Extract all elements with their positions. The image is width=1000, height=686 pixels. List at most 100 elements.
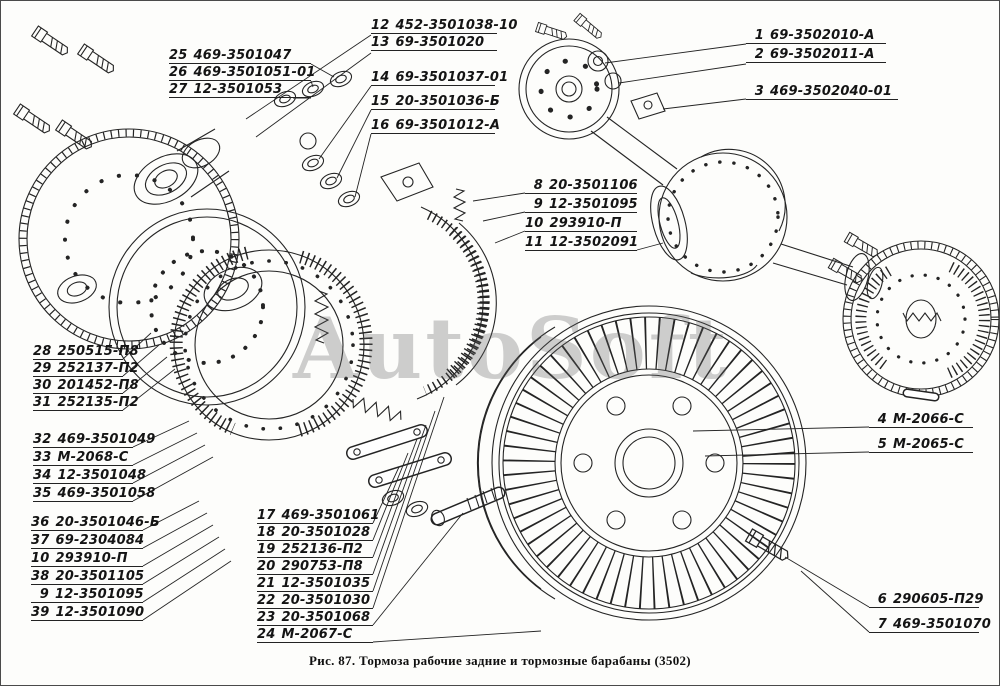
figure-caption: Рис. 87. Тормоза рабочие задние и тормоз…: [309, 653, 691, 668]
left-backing-plate: [18, 128, 240, 350]
part-code: 469-3501058: [57, 486, 156, 501]
part-label-row: 4 М-2066-С: [869, 411, 973, 428]
part-label-row: 22 20-3501030: [257, 592, 373, 609]
part-label-row: 9 12-3501095: [525, 194, 638, 213]
part-code: 12-3501048: [57, 468, 147, 483]
part-code: М-2066-С: [893, 412, 965, 427]
part-label-row: 9 12-3501095: [31, 585, 144, 603]
part-number: 21: [257, 576, 276, 591]
part-label-row: 34 12-3501048: [33, 466, 146, 484]
drum-bolt: [744, 528, 792, 565]
part-label-row: 20 290753-П8: [257, 558, 373, 575]
part-label-row: 38 20-3501105: [31, 567, 145, 585]
part-number: 33: [33, 450, 52, 465]
part-code: 12-3501090: [55, 605, 145, 620]
part-code: 252135-П2: [57, 395, 139, 410]
part-label-row: 6 290605-П29: [869, 591, 983, 608]
part-number: 35: [33, 486, 52, 501]
part-number: 34: [33, 468, 52, 483]
leader-lines: [122, 34, 870, 643]
part-number: 26: [169, 65, 188, 80]
part-number: 5: [877, 437, 887, 452]
part-number: 10: [525, 216, 544, 231]
part-label-row: 37 69-2304084: [31, 531, 145, 549]
part-number: 17: [257, 508, 276, 523]
part-number: 38: [31, 569, 50, 584]
part-number: 18: [257, 525, 276, 540]
seal-washers: [271, 67, 363, 211]
part-code: 469-3501049: [57, 432, 156, 447]
part-number: 12: [371, 18, 390, 33]
part-code: 20-3501030: [281, 593, 371, 608]
part-number: 10: [31, 551, 50, 566]
part-number: 16: [371, 118, 390, 133]
part-number: 20: [257, 559, 276, 574]
part-code: 290753-П8: [281, 559, 363, 574]
part-code: 201452-П8: [57, 378, 139, 393]
part-number: 37: [31, 533, 50, 548]
part-number: 2: [754, 47, 764, 62]
part-number: 23: [257, 610, 276, 625]
part-code: 20-3501036-Б: [395, 94, 501, 109]
part-code: 469-3501047: [193, 48, 292, 63]
part-code: 12-3501095: [549, 197, 638, 212]
part-code: 12-3502091: [549, 235, 639, 250]
part-code: 469-3502040-01: [770, 84, 893, 99]
part-code: 290605-П29: [893, 592, 984, 607]
part-number: 9: [533, 197, 543, 212]
part-number: 19: [257, 542, 276, 557]
part-code: М-2067-С: [281, 627, 353, 642]
part-number: 22: [257, 593, 276, 608]
second-backing-plate: [108, 208, 306, 406]
part-number: 6: [877, 592, 887, 607]
part-number: 9: [39, 587, 49, 602]
part-code: 12-3501095: [55, 587, 144, 602]
part-number: 24: [257, 627, 276, 642]
part-number: 14: [371, 70, 390, 85]
part-number: 36: [31, 515, 50, 530]
part-number: 15: [371, 94, 390, 109]
part-code: 252137-П2: [57, 361, 139, 376]
return-springs: [313, 188, 467, 422]
part-code: 20-3501105: [55, 569, 145, 584]
part-code: 293910-П: [55, 551, 128, 566]
part-number: 8: [533, 178, 543, 193]
part-label-row: 35 469-3501058: [33, 484, 155, 502]
part-code: 12-3501053: [193, 82, 283, 97]
part-code: 69-3501020: [395, 35, 485, 50]
part-code: 69-2304084: [55, 533, 145, 548]
brake-shoes-rear: [380, 162, 497, 400]
part-number: 4: [877, 412, 887, 427]
part-number: 28: [33, 344, 52, 359]
part-code: 69-3502010-А: [770, 28, 875, 43]
part-code: 469-3501061: [281, 508, 380, 523]
axle-assembly: [518, 12, 884, 301]
part-number: 39: [31, 605, 50, 620]
part-code: 20-3501068: [281, 610, 371, 625]
part-code: М-2065-С: [893, 437, 965, 452]
part-code: 469-3501051-01: [193, 65, 316, 80]
